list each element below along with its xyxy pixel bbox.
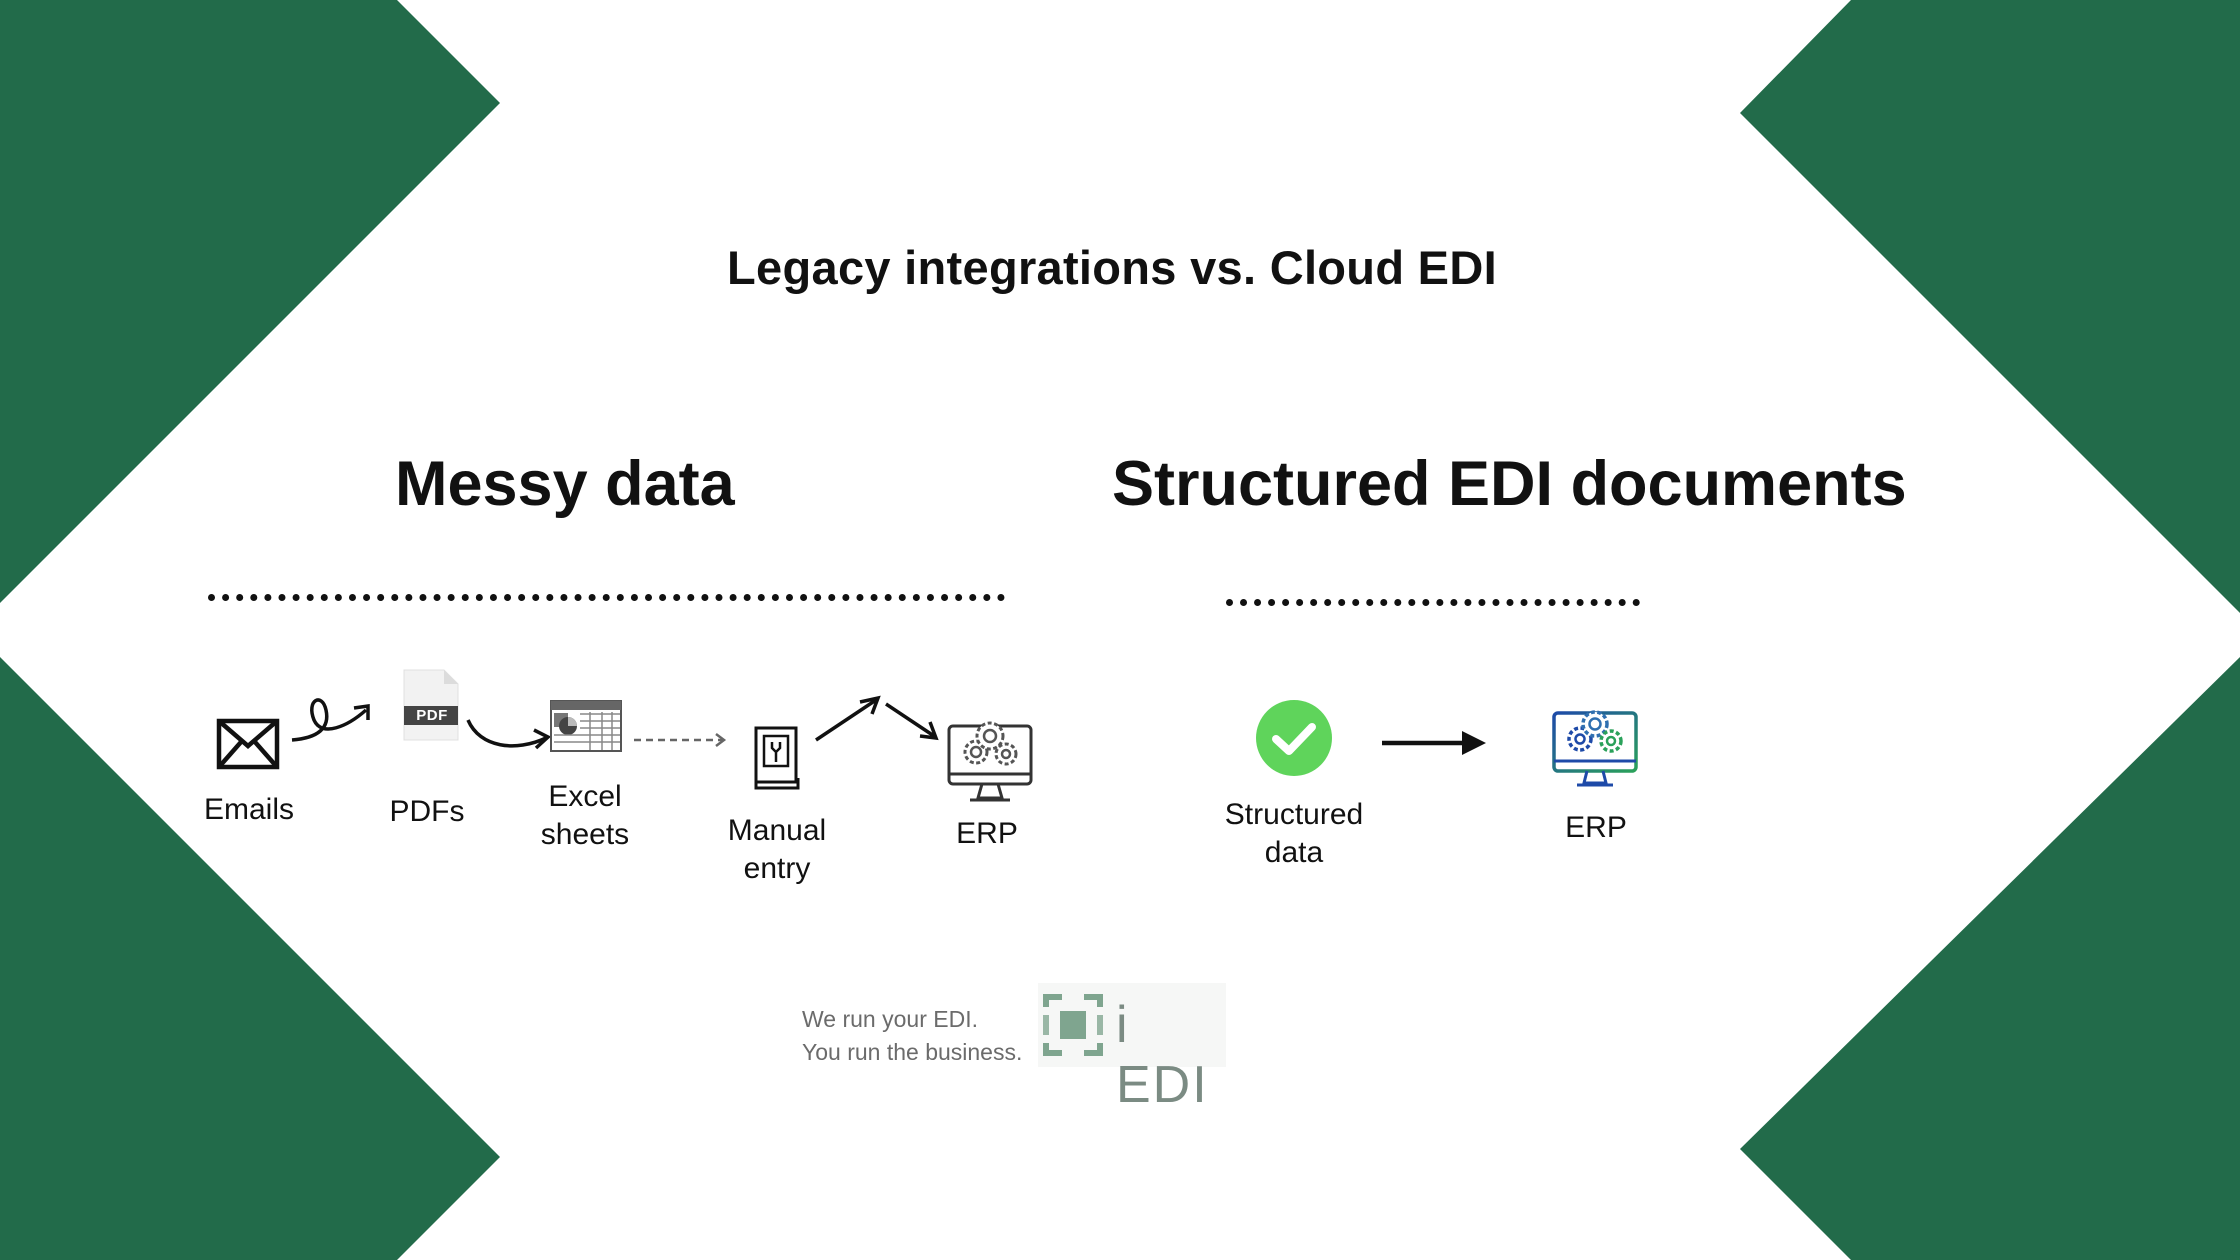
dashed-arrow-icon [634, 733, 727, 747]
spreadsheet-icon [550, 700, 622, 752]
pdf-file-icon [403, 669, 459, 741]
swoop-arrow-icon [466, 719, 552, 750]
envelope-icon [216, 718, 280, 770]
monitor-gears-color-icon [1552, 710, 1638, 787]
check-circle-icon [1256, 700, 1332, 776]
page-title: Legacy integrations vs. Cloud EDI [727, 241, 1497, 294]
zigzag-arrow-icon [815, 695, 939, 742]
left-heading: Messy data [395, 449, 735, 519]
pdf-badge-text: PDF [416, 707, 448, 724]
step-label-structured-data: Structured data [1224, 798, 1364, 869]
right-arrow-icon [1382, 731, 1486, 755]
tagline-line-2: You run the business. [802, 1039, 1023, 1065]
bottom-left-green-shape [0, 657, 500, 1260]
manual-book-icon [754, 726, 800, 790]
step-label-excel: Excel sheets [540, 780, 630, 851]
iedi-logo-mark-icon [1043, 994, 1103, 1056]
right-dotted-divider [1226, 599, 1640, 606]
step-label-erp-right: ERP [1565, 811, 1627, 844]
top-left-green-shape [0, 0, 500, 603]
iedi-logo: i EDI [1038, 983, 1226, 1114]
left-dotted-divider [208, 594, 1005, 601]
curly-arrow-icon [291, 698, 370, 742]
monitor-gears-icon [947, 721, 1033, 802]
bottom-right-green-shape [1740, 657, 2240, 1260]
top-right-green-shape [1740, 0, 2240, 613]
step-label-erp-left: ERP [956, 817, 1018, 850]
right-heading: Structured EDI documents [1112, 449, 1907, 519]
step-label-pdfs: PDFs [389, 795, 465, 828]
iedi-logo-text: i EDI [1116, 996, 1209, 1114]
step-label-emails: Emails [203, 793, 294, 826]
tagline-line-1: We run your EDI. [802, 1006, 978, 1032]
step-label-manual-entry: Manual entry [727, 814, 827, 885]
tagline: We run your EDI. You run the business. [802, 1003, 1022, 1069]
